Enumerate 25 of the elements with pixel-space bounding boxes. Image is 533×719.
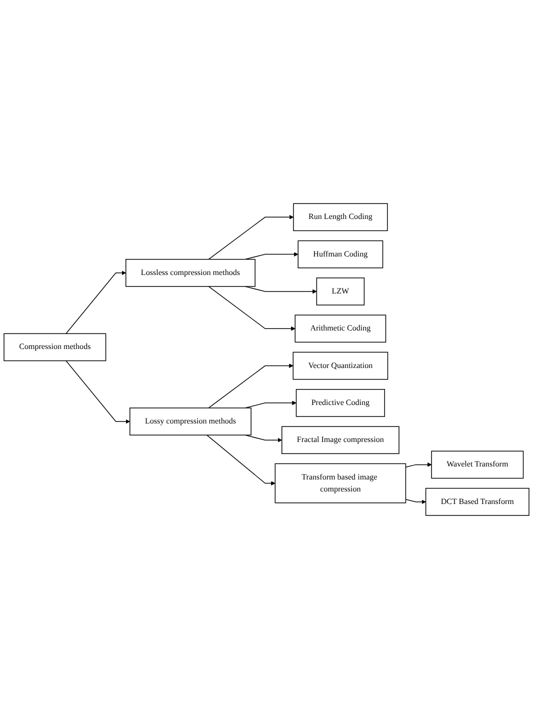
node-box: Lossless compression methods	[125, 258, 256, 287]
node-box: Compression methods	[4, 333, 106, 362]
node-box: Arithmetic Coding	[294, 314, 386, 343]
node-box: Fractal Image compression	[282, 426, 400, 454]
node-box: Transform based image compression	[274, 463, 406, 504]
arrow	[206, 434, 276, 486]
arrow	[208, 286, 296, 331]
node-box: LZW	[316, 278, 365, 306]
node-box: DCT Based Transform	[425, 488, 530, 516]
arrow	[208, 364, 294, 408]
arrow	[244, 252, 298, 260]
node-box: Run Length Coding	[293, 203, 388, 232]
arrow	[244, 434, 282, 442]
arrow	[405, 462, 432, 468]
arrow	[244, 400, 296, 408]
arrow	[66, 360, 130, 424]
node-box: Huffman Coding	[298, 240, 384, 268]
node-box: Wavelet Transform	[431, 450, 524, 479]
node-box: Predictive Coding	[296, 389, 385, 417]
arrow	[244, 286, 317, 294]
arrow	[66, 270, 126, 334]
node-box: Vector Quantization	[292, 352, 388, 380]
node-box: Lossy compression methods	[130, 408, 252, 436]
arrow	[208, 214, 294, 260]
arrow	[405, 499, 426, 504]
